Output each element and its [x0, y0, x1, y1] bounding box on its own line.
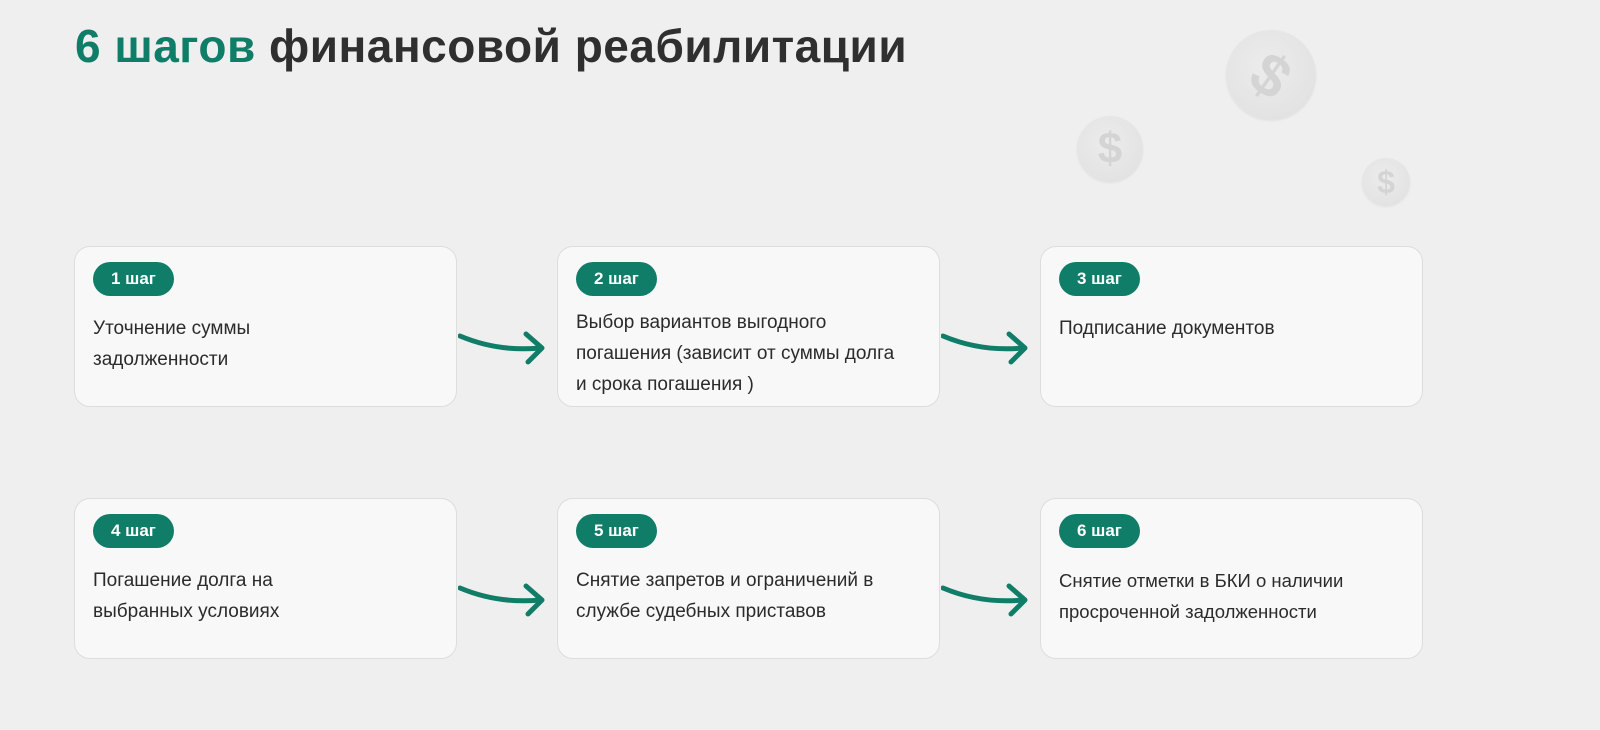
arrow-right-icon	[458, 331, 545, 365]
page-title: 6 шагов финансовой реабилитации	[75, 14, 907, 78]
step-text: Выбор вариантов выгодного погашения (зав…	[576, 312, 895, 395]
step-badge: 6 шаг	[1059, 514, 1140, 548]
dollar-coin-icon: $	[1362, 158, 1410, 206]
step-badge: 1 шаг	[93, 262, 174, 296]
step-card-3: 3 шаг Подписание документов	[1040, 246, 1423, 407]
arrow-right-icon	[941, 583, 1028, 617]
dollar-coin-icon: $	[1077, 116, 1143, 182]
title-accent: 6 шагов	[75, 20, 256, 72]
title-rest: финансовой реабилитации	[255, 20, 908, 72]
step-card-6: 6 шаг Снятие отметки в БКИ о наличии про…	[1040, 498, 1423, 659]
step-badge: 4 шаг	[93, 514, 174, 548]
step-text: Снятие запретов и ограничений в службе с…	[576, 570, 874, 622]
step-text: Погашение долга на выбранных условиях	[93, 570, 280, 622]
step-text: Снятие отметки в БКИ о наличии просрочен…	[1059, 570, 1344, 622]
arrow-right-icon	[458, 583, 545, 617]
step-card-2: 2 шаг Выбор вариантов выгодного погашени…	[557, 246, 940, 407]
dollar-coin-icon: $	[1226, 30, 1316, 120]
step-card-1: 1 шаг Уточнение суммы задолженности	[74, 246, 457, 407]
step-card-4: 4 шаг Погашение долга на выбранных услов…	[74, 498, 457, 659]
step-text: Подписание документов	[1059, 318, 1275, 339]
arrow-right-icon	[941, 331, 1028, 365]
step-card-5: 5 шаг Снятие запретов и ограничений в сл…	[557, 498, 940, 659]
step-badge: 3 шаг	[1059, 262, 1140, 296]
step-badge: 2 шаг	[576, 262, 657, 296]
step-text: Уточнение суммы задолженности	[93, 318, 251, 370]
step-badge: 5 шаг	[576, 514, 657, 548]
